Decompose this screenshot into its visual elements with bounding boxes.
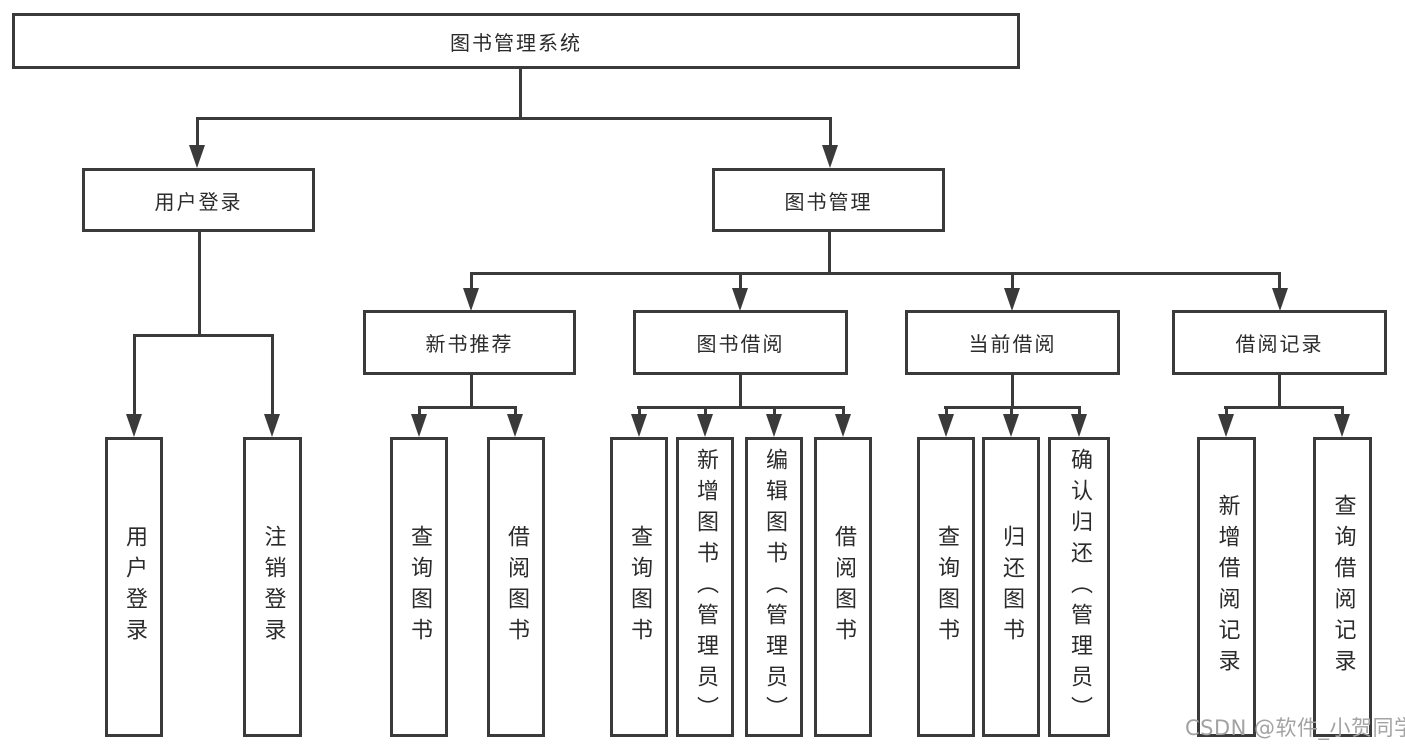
connector-book-borrow-horizontal: [637, 406, 845, 409]
connector-stem: [1278, 272, 1281, 290]
node-label: 借阅记录: [1235, 332, 1324, 356]
connector-stem: [945, 406, 948, 418]
arrowhead-down-icon: [766, 414, 782, 437]
connector-user-login-trunk: [198, 231, 201, 336]
node-label: 归还图书: [999, 525, 1024, 649]
arrowhead-down-icon: [822, 145, 838, 168]
connector-borrow-record-trunk: [1278, 373, 1281, 408]
arrowhead-down-icon: [507, 414, 523, 437]
arrowhead-down-icon: [732, 288, 748, 311]
connector-stem: [1010, 406, 1013, 418]
node-label: 新增借阅记录: [1214, 494, 1240, 680]
leaf-borrow-books: 借阅图书: [814, 437, 872, 737]
node-label: 用户登录: [154, 189, 243, 214]
connector-new-book-trunk: [470, 373, 473, 408]
arrowhead-down-icon: [463, 288, 479, 311]
arrowhead-down-icon: [1071, 414, 1087, 437]
leaf-user-login: 用户登录: [105, 437, 163, 737]
node-label: 确认归还（管理员）: [1067, 447, 1092, 727]
connector-current-borrow-trunk: [1011, 373, 1014, 408]
node-label: 编辑图书（管理员）: [762, 447, 787, 727]
arrowhead-down-icon: [264, 414, 280, 437]
leaf-logout: 注销登录: [243, 437, 302, 737]
node-label: 用户登录: [122, 525, 147, 649]
connector-stem: [773, 406, 776, 418]
connector-stem: [271, 334, 274, 416]
arrowhead-down-icon: [1004, 288, 1020, 311]
node-library-management-system: 图书管理系统: [12, 13, 1020, 69]
node-label: 图书借阅: [696, 332, 785, 356]
node-label: 图书管理: [784, 189, 873, 214]
leaf-query-borrow-record: 查询借阅记录: [1313, 437, 1372, 737]
node-label: 查询图书: [407, 525, 432, 649]
node-label: 查询图书: [627, 525, 652, 649]
node-new-book-recommendation: 新书推荐: [363, 310, 576, 375]
leaf-edit-books-admin: 编辑图书（管理员）: [745, 437, 803, 737]
node-label: 新增图书（管理员）: [693, 447, 718, 727]
connector-stem: [470, 272, 473, 290]
csdn-watermark: CSDN @软件_小贺同学: [1185, 716, 1405, 740]
arrowhead-down-icon: [938, 414, 954, 437]
node-label: 新书推荐: [425, 332, 514, 356]
connector-stem: [739, 272, 742, 290]
arrowhead-down-icon: [411, 414, 427, 437]
node-label: 查询借阅记录: [1330, 494, 1356, 680]
connector-stem: [842, 406, 845, 418]
node-user-login: 用户登录: [82, 168, 315, 232]
node-label: 借阅图书: [831, 525, 856, 649]
connector-stem: [514, 406, 517, 418]
node-label: 注销登录: [260, 525, 286, 649]
connector-stem: [196, 117, 199, 147]
arrowhead-down-icon: [1218, 414, 1234, 437]
connector-stem: [418, 406, 421, 418]
leaf-query-books: 查询图书: [917, 437, 975, 737]
connector-book-mgmt-trunk: [828, 231, 831, 275]
leaf-add-borrow-record: 新增借阅记录: [1197, 437, 1256, 737]
connector-level3-horizontal: [470, 272, 1281, 275]
leaf-return-books: 归还图书: [982, 437, 1040, 737]
leaf-confirm-return-admin: 确认归还（管理员）: [1048, 437, 1110, 737]
arrowhead-down-icon: [126, 414, 142, 437]
node-label: 借阅图书: [504, 525, 529, 649]
node-current-borrowing: 当前借阅: [905, 310, 1120, 375]
arrowhead-down-icon: [631, 414, 647, 437]
connector-level2-horizontal: [196, 117, 832, 120]
connector-borrow-record-horizontal: [1224, 406, 1344, 409]
connector-stem: [829, 117, 832, 147]
connector-stem: [704, 406, 707, 418]
arrowhead-down-icon: [1003, 414, 1019, 437]
connector-stem: [1078, 406, 1081, 418]
arrowhead-down-icon: [835, 414, 851, 437]
node-label: 图书管理系统: [450, 30, 582, 55]
connector-stem: [1011, 272, 1014, 290]
node-label: 当前借阅: [968, 332, 1057, 356]
connector-stem: [1341, 406, 1344, 418]
leaf-add-books-admin: 新增图书（管理员）: [676, 437, 734, 737]
node-borrowing-records: 借阅记录: [1172, 310, 1387, 375]
connector-stem: [1225, 406, 1228, 418]
arrowhead-down-icon: [697, 414, 713, 437]
connector-new-book-horizontal: [418, 406, 516, 409]
arrowhead-down-icon: [189, 145, 205, 168]
arrowhead-down-icon: [1272, 288, 1288, 311]
connector-stem: [638, 406, 641, 418]
connector-book-borrow-trunk: [739, 373, 742, 408]
leaf-borrow-books: 借阅图书: [487, 437, 545, 737]
connector-user-login-horizontal: [133, 334, 274, 337]
node-label: 查询图书: [934, 525, 959, 649]
connector-stem: [133, 334, 136, 416]
leaf-query-books: 查询图书: [610, 437, 668, 737]
arrowhead-down-icon: [1334, 414, 1350, 437]
leaf-query-books: 查询图书: [390, 437, 448, 737]
node-book-management: 图书管理: [712, 168, 945, 232]
connector-root-trunk: [519, 68, 522, 120]
node-book-borrowing: 图书借阅: [633, 310, 848, 375]
